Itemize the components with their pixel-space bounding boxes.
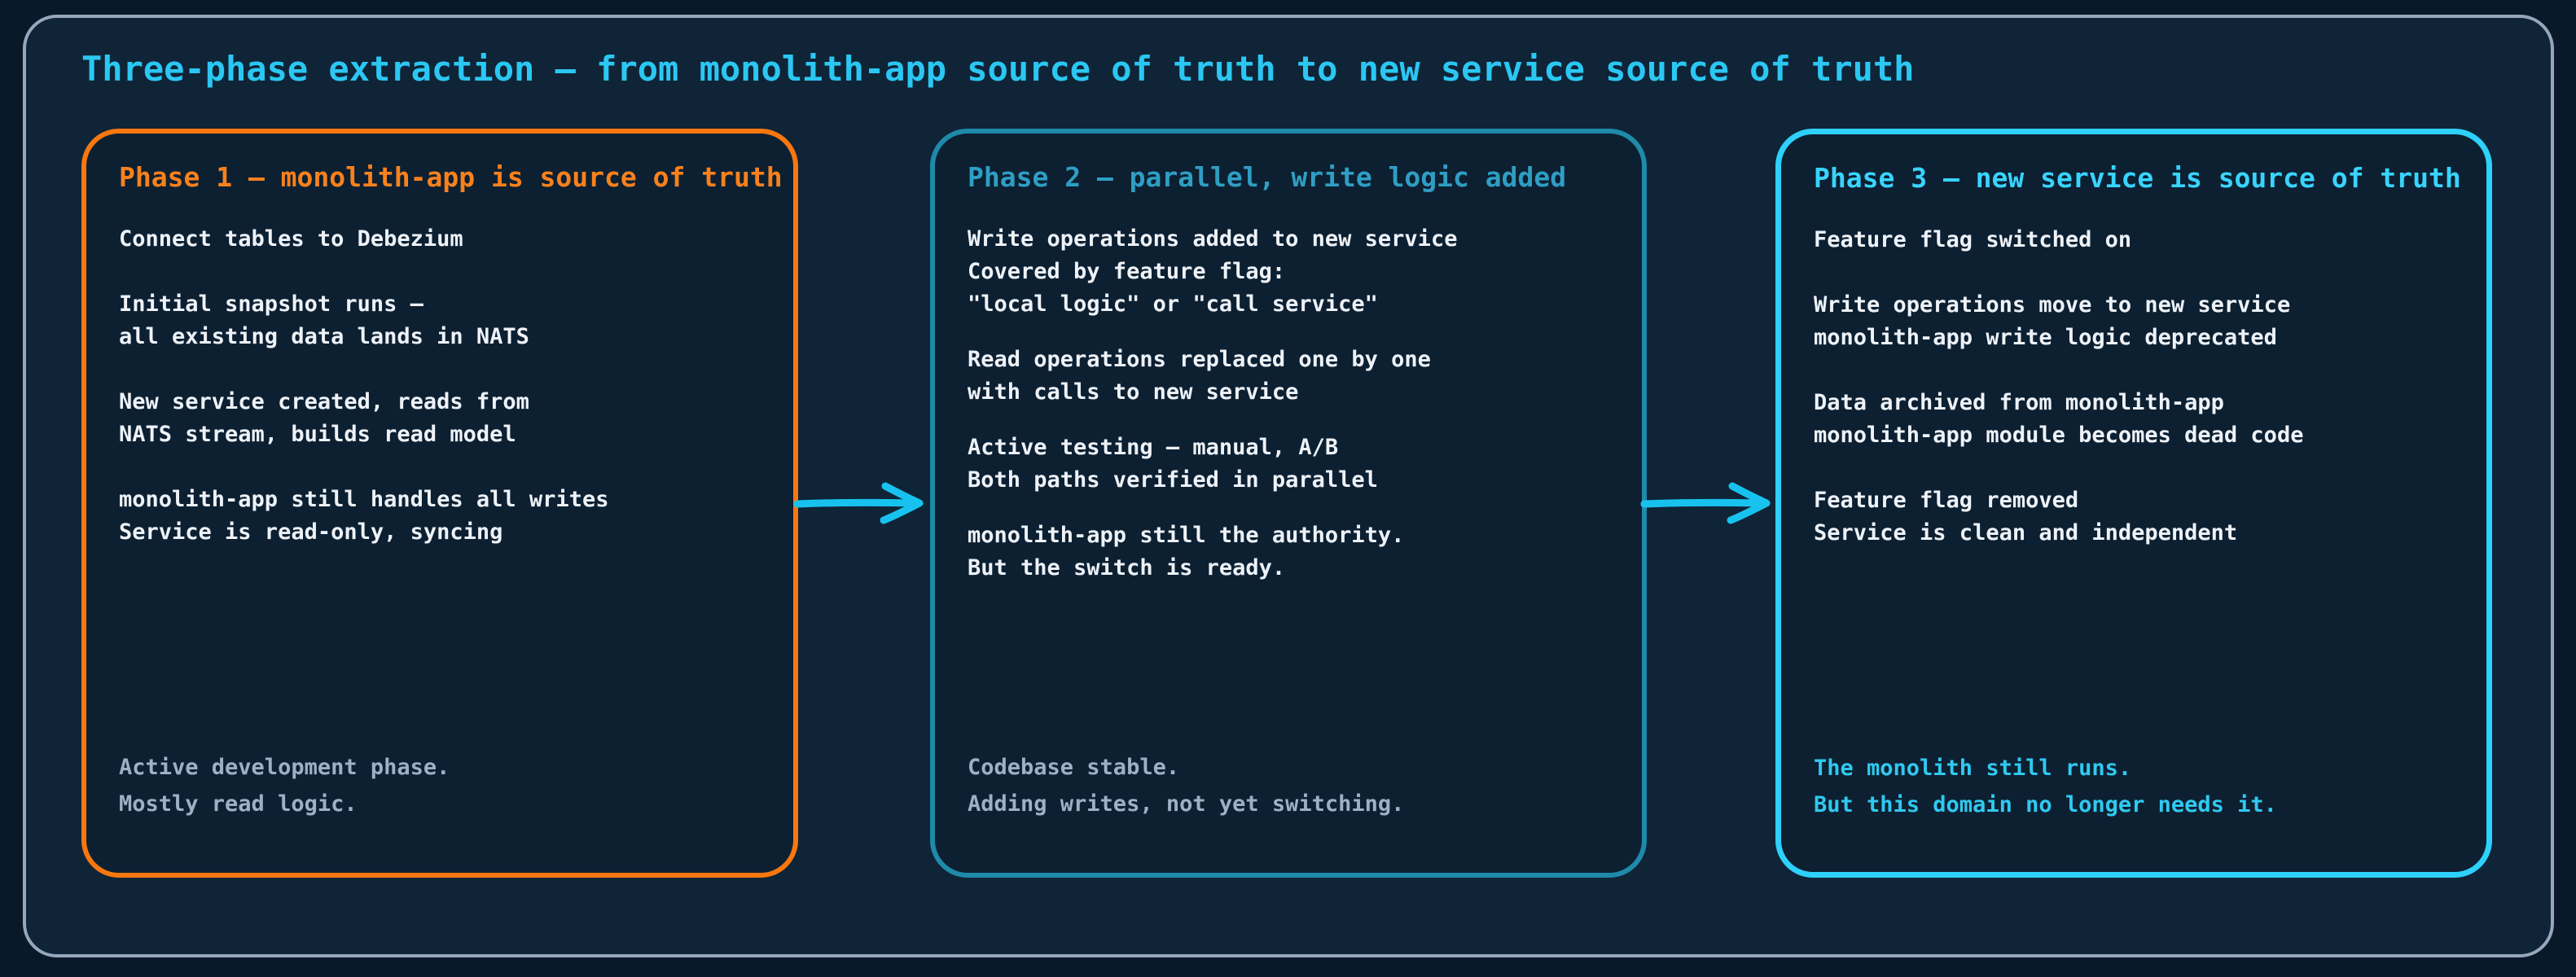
phase-paragraph: Initial snapshot runs — all existing dat… [119,291,529,349]
phase-2-title: Phase 2 — parallel, write logic added [968,161,1567,193]
phase-paragraph: Connect tables to Debezium [119,226,463,252]
right-arrow-icon [1640,482,1771,524]
phase-paragraph: Feature flag switched on [1814,227,2132,252]
diagram-title: Three-phase extraction — from monolith-a… [81,49,1915,89]
phase-paragraph: New service created, reads from NATS str… [119,389,529,447]
phase-paragraph: Data archived from monolith-app monolith… [1814,390,2304,448]
phase-1-title: Phase 1 — monolith-app is source of trut… [119,161,783,193]
phase-paragraph: Active testing — manual, A/B Both paths … [968,435,1378,493]
phase-3-body: Feature flag switched on Write operations… [1814,224,2454,550]
phase-paragraph: Write operations move to new service mon… [1814,292,2291,350]
phase-2-footer: Codebase stable. Adding writes, not yet … [968,755,1405,817]
phase-3-title: Phase 3 — new service is source of truth [1814,162,2461,194]
phase-paragraph: Write operations added to new service Co… [968,226,1458,317]
phase-3-box: Phase 3 — new service is source of truth… [1775,129,2492,878]
phase-3-footer: The monolith still runs. But this domain… [1814,756,2277,817]
phase-paragraph: Feature flag removed Service is clean an… [1814,488,2238,545]
phase-2-body: Write operations added to new service Co… [968,223,1609,585]
right-arrow-icon [793,482,924,524]
phase-paragraph: Read operations replaced one by one with… [968,347,1431,405]
phase-2-box: Phase 2 — parallel, write logic added Wr… [930,129,1647,878]
phase-1-box: Phase 1 — monolith-app is source of trut… [81,129,798,878]
phase-paragraph: monolith-app still handles all writes Se… [119,487,609,545]
phase-1-footer: Active development phase. Mostly read lo… [119,755,450,817]
phase-paragraph: monolith-app still the authority. But th… [968,523,1405,581]
